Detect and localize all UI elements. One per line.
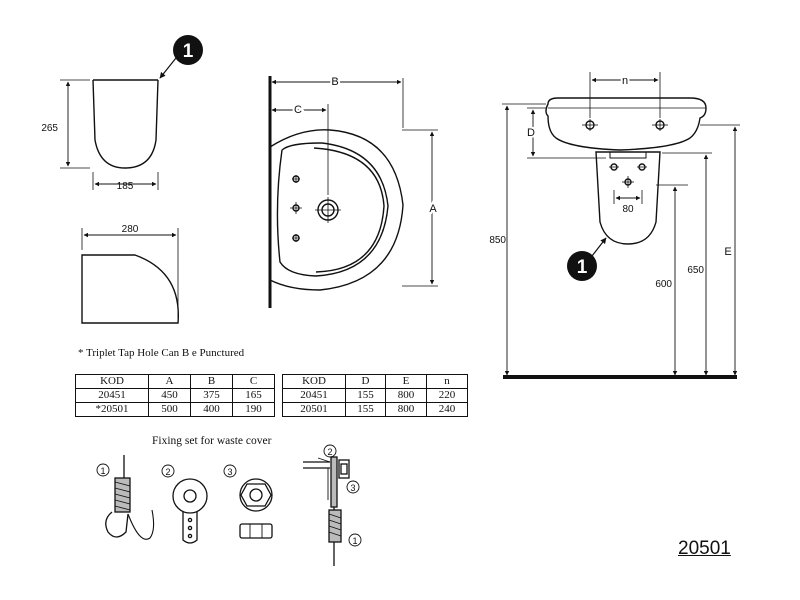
dim-850: 850 [489,235,506,246]
fixing-label-2: 2 [327,447,332,457]
table-cell: 800 [385,388,427,403]
table-header-cell: n [426,374,468,389]
table-cell: 155 [345,402,386,417]
pedestal-front-view [60,79,159,190]
callout-number: 1 [183,41,194,62]
table-cell: 20451 [75,388,149,403]
dim-label-e: E [724,246,731,258]
basin-front-elevation [502,72,740,379]
table-cell: 155 [345,388,386,403]
dimension-table-left: KOD A B C 20451 450 375 165 *20501 500 4… [75,374,275,417]
dim-pedestal-depth: 280 [122,224,139,235]
table-header-cell: A [148,374,191,389]
dim-label-b: B [331,76,338,88]
table-header-cell: D [345,374,386,389]
table-cell: 190 [232,402,275,417]
table-cell: 240 [426,402,468,417]
dim-pedestal-height: 265 [41,123,58,134]
fixing-set-title: Fixing set for waste cover [152,435,272,447]
table-header-cell: KOD [75,374,149,389]
dim-label-d: D [527,127,535,139]
dim-600: 600 [655,279,672,290]
fixing-labels [96,444,362,547]
fixing-label-3: 3 [350,483,355,493]
fixing-label-1: 1 [100,466,105,476]
table-cell: 450 [148,388,191,403]
fixing-label-2: 2 [165,467,170,477]
table-cell: *20501 [75,402,149,417]
table-header-cell: KOD [282,374,346,389]
tap-hole-note: * Triplet Tap Hole Can B e Punctured [78,347,245,359]
table-cell: 800 [385,402,427,417]
callout-marker-top: 1 [159,35,203,79]
callout-number: 1 [577,257,588,278]
table-row: *20501 500 400 190 [75,402,275,417]
table-cell: 400 [190,402,233,417]
fixing-part-nut [239,478,273,539]
dim-label-a: A [429,203,437,215]
table-cell: 20451 [282,388,346,403]
dim-80: 80 [622,204,634,215]
table-cell: 375 [190,388,233,403]
table-cell: 20501 [282,402,346,417]
table-header-row: KOD A B C [75,374,275,389]
callout-marker-bottom: 1 [567,237,607,281]
model-code: 20501 [678,538,731,559]
fixing-assembly [303,456,350,566]
basin-top-view [268,76,438,308]
pedestal-side-view [81,228,179,324]
table-header-cell: E [385,374,427,389]
table-header-cell: B [190,374,233,389]
table-row: 20451 450 375 165 [75,388,275,403]
table-row: 20501 155 800 240 [282,402,468,417]
dim-label-n: n [622,75,628,87]
table-header-row: KOD D E n [282,374,468,389]
table-row: 20451 155 800 220 [282,388,468,403]
fixing-part-bracket [172,478,208,544]
dim-pedestal-width: 185 [117,181,134,192]
table-cell: 500 [148,402,191,417]
table-cell: 165 [232,388,275,403]
fixing-label-3: 3 [227,467,232,477]
fixing-label-1: 1 [352,536,357,546]
fixing-part-hook-bolt [105,455,155,540]
dim-label-c: C [294,104,302,116]
table-header-cell: C [232,374,275,389]
table-cell: 220 [426,388,468,403]
dimension-table-right: KOD D E n 20451 155 800 220 20501 155 80… [282,374,468,417]
dim-650: 650 [687,265,704,276]
